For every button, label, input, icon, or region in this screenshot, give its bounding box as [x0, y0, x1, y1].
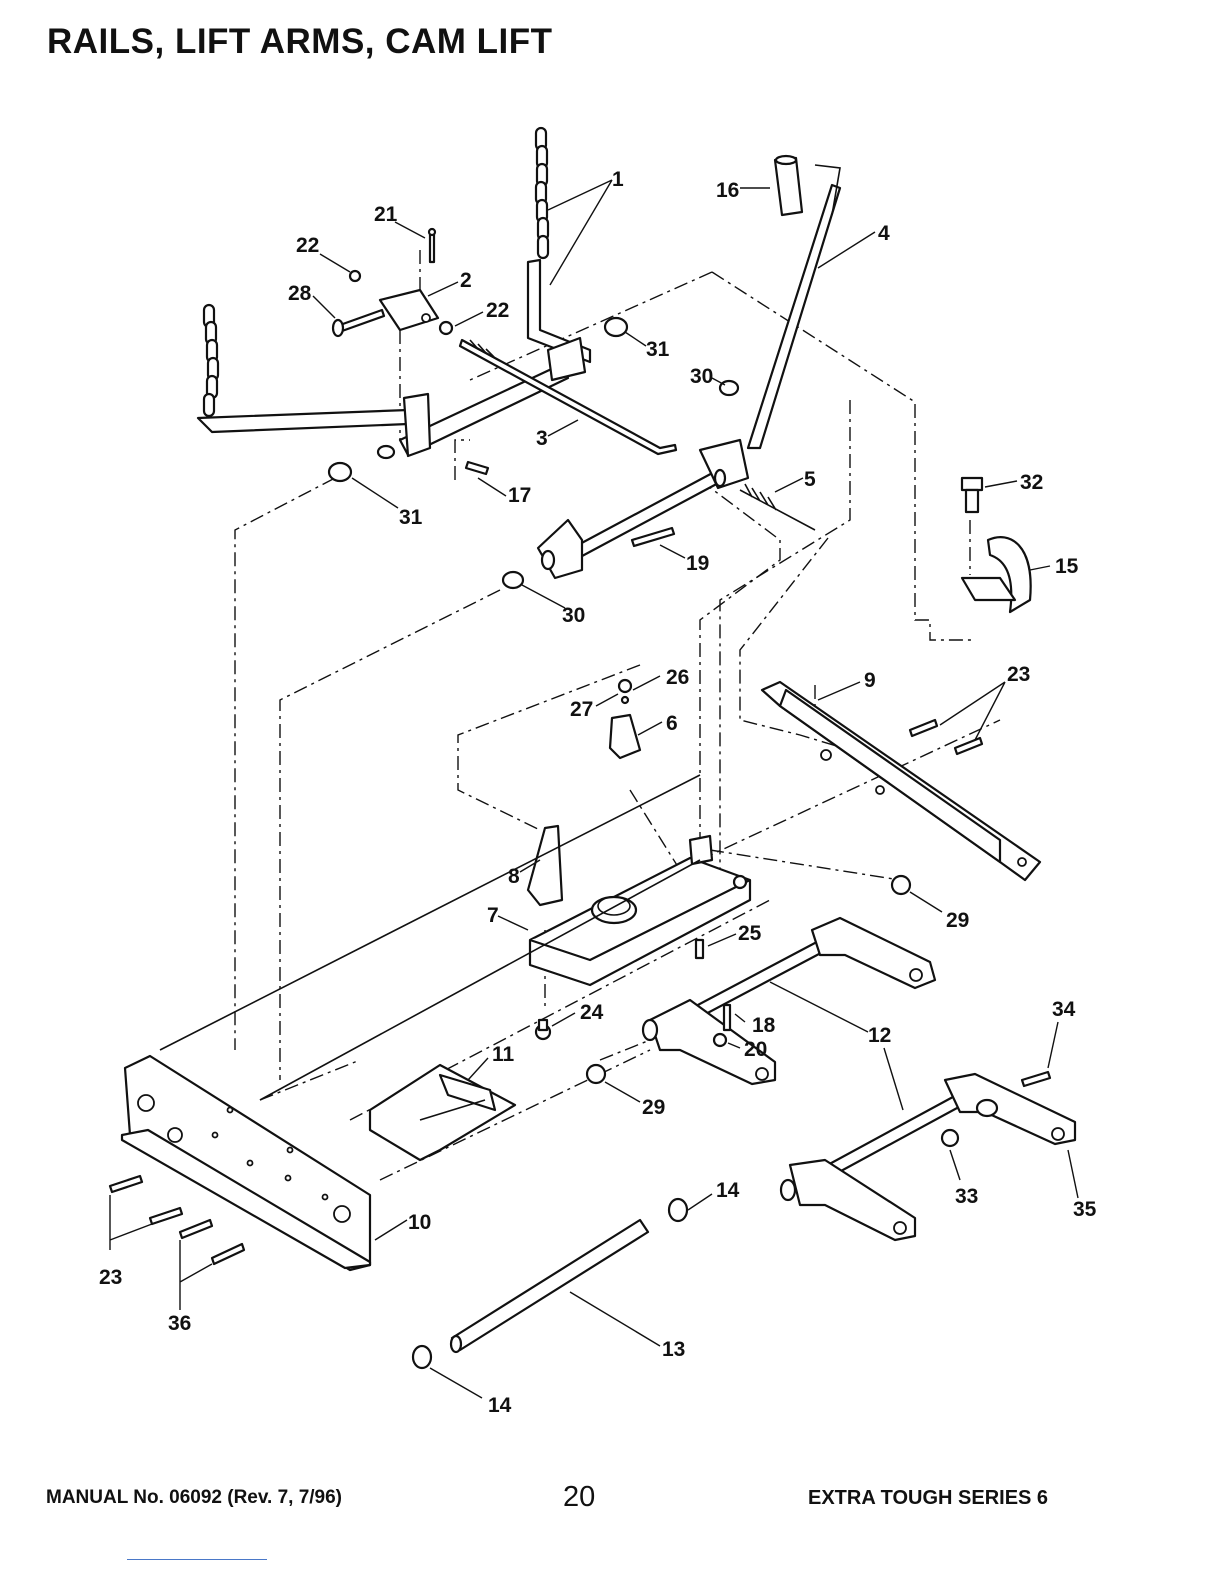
callout-21: 21: [374, 203, 398, 226]
callout-30-upper: 30: [690, 365, 713, 388]
callout-3: 3: [536, 427, 548, 450]
gauge-bracket: [962, 478, 1031, 612]
clevis: [333, 229, 452, 336]
callout-17: 17: [508, 484, 531, 507]
callout-23-right: 23: [1007, 663, 1030, 686]
front-rail: [122, 775, 700, 1270]
callout-31-left: 31: [399, 506, 423, 529]
bottom-divider: [127, 1559, 267, 1560]
rail-right: [762, 682, 1040, 880]
lift-arm-shaft-lower: [781, 1074, 1075, 1240]
callout-28: 28: [288, 282, 312, 305]
callout-26: 26: [666, 666, 689, 689]
series-name: EXTRA TOUGH SERIES 6: [808, 1487, 1048, 1510]
callout-1: 1: [612, 168, 624, 191]
callout-27: 27: [570, 698, 593, 721]
callout-15: 15: [1055, 555, 1079, 578]
callout-30-lower: 30: [562, 604, 585, 627]
callout-20: 20: [744, 1038, 767, 1061]
callout-12: 12: [868, 1024, 891, 1047]
callout-29-left: 29: [642, 1096, 665, 1119]
chain-right: [536, 128, 548, 258]
callout-33: 33: [955, 1185, 978, 1208]
callout-7: 7: [487, 904, 499, 927]
latch-bracket: [370, 1065, 515, 1160]
chain-left: [204, 305, 218, 416]
callout-14-lower: 14: [488, 1394, 512, 1417]
callout-19: 19: [686, 552, 709, 575]
callout-labels: 1 2 3 4 5 6 7 8 9 10 11 12 13 14 14 15 1…: [99, 168, 1097, 1417]
callout-6: 6: [666, 712, 678, 735]
callout-16: 16: [716, 179, 739, 202]
callout-32: 32: [1020, 471, 1043, 494]
callout-5: 5: [804, 468, 816, 491]
callout-22-upper: 22: [296, 234, 319, 257]
callout-36: 36: [168, 1312, 191, 1335]
callout-13: 13: [662, 1338, 685, 1361]
callout-4: 4: [878, 222, 890, 245]
callout-24: 24: [580, 1001, 604, 1024]
callout-35: 35: [1073, 1198, 1097, 1221]
lift-arm-assembly: [198, 260, 590, 458]
callout-8: 8: [508, 865, 520, 888]
callout-18: 18: [752, 1014, 776, 1037]
callout-11: 11: [492, 1043, 515, 1066]
page-number: 20: [563, 1481, 595, 1514]
callout-29-right: 29: [946, 909, 969, 932]
axle: [413, 1199, 687, 1368]
callout-14-upper: 14: [716, 1179, 740, 1202]
callout-10: 10: [408, 1211, 431, 1234]
callout-2: 2: [460, 269, 472, 292]
callout-23-left: 23: [99, 1266, 122, 1289]
callout-22-lower: 22: [486, 299, 509, 322]
callout-34: 34: [1052, 998, 1076, 1021]
manual-number: MANUAL No. 06092 (Rev. 7, 7/96): [46, 1487, 342, 1509]
callout-31-right: 31: [646, 338, 670, 361]
callout-25: 25: [738, 922, 762, 945]
callout-9: 9: [864, 669, 876, 692]
lift-lever: [748, 156, 840, 448]
